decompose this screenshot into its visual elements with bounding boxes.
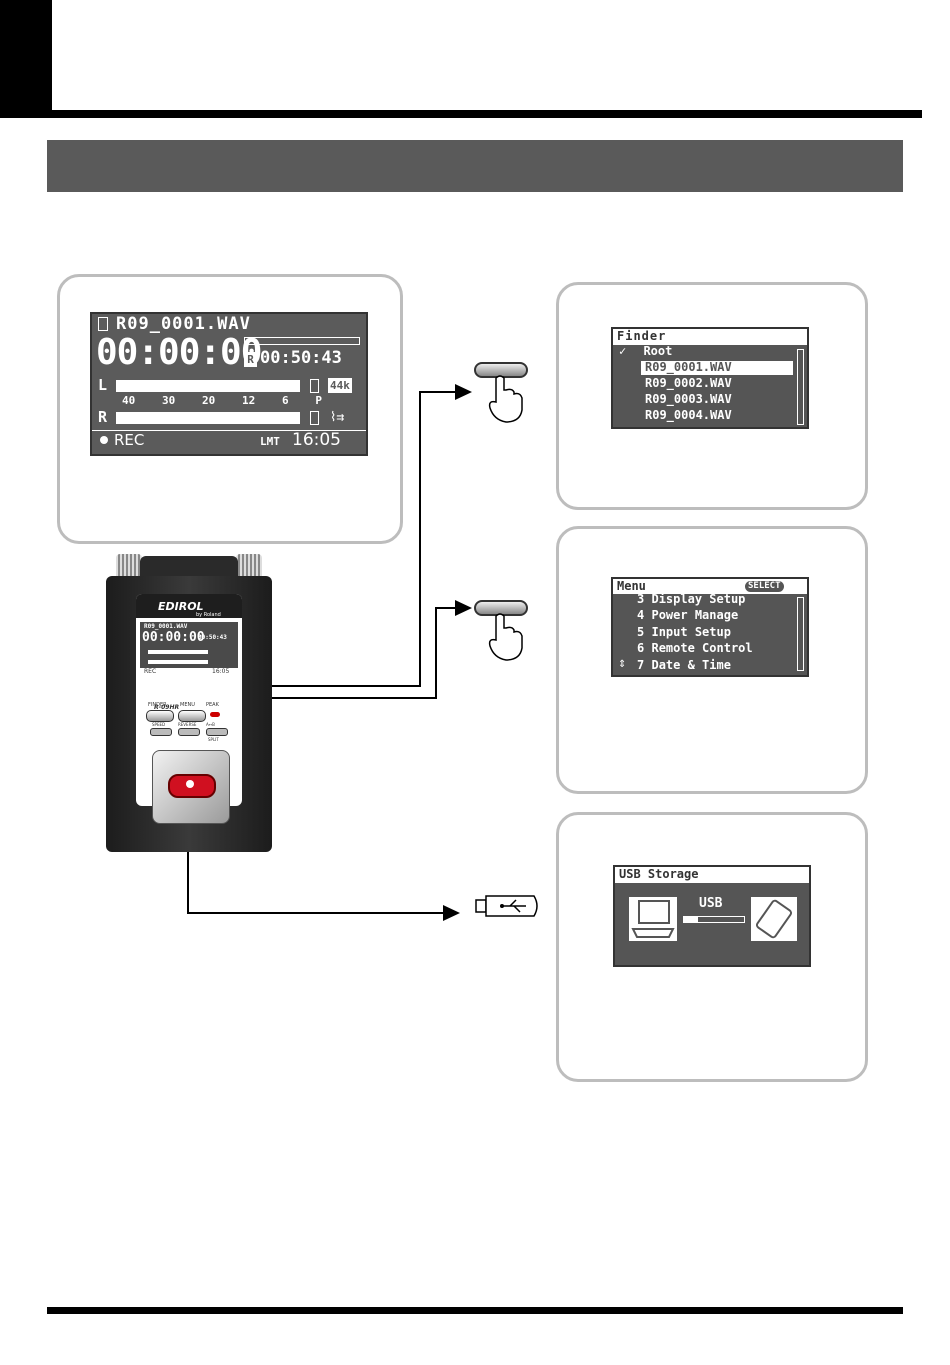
finder-file-3[interactable]: R09_0003.WAV <box>645 392 732 406</box>
main-counter: 00:00:00 <box>96 332 262 373</box>
main-filename: R09_0001.WAV <box>116 314 251 334</box>
meter-scale: 40 30 20 12 6 P <box>122 394 322 407</box>
rec-status: REC <box>114 431 145 449</box>
menu-item-4[interactable]: 4 Power Manage <box>637 608 739 622</box>
sample-rate: 44k <box>328 378 352 393</box>
peak-box-r <box>310 411 319 425</box>
level-meter-l <box>116 380 300 392</box>
finder-file-2[interactable]: R09_0002.WAV <box>645 376 732 390</box>
channel-l-label: L <box>98 376 108 394</box>
power-plug-icon: ⌇⇉ <box>330 410 345 425</box>
scroll-updown-icon: ⇕ <box>618 659 627 670</box>
usb-lcd: USB Storage USB <box>613 865 811 967</box>
usb-callout: USB Storage USB <box>556 812 868 1082</box>
usb-arrowhead <box>443 905 460 921</box>
menu-title: Menu <box>617 579 646 593</box>
selected-row-highlight <box>641 361 793 375</box>
menu-arrowhead <box>455 600 472 616</box>
device-screen: R09_0001.WAV 00:00:00 00:50:43 REC 16:05 <box>140 622 238 678</box>
finder-arrowhead <box>455 384 472 400</box>
finder-scrollbar[interactable] <box>797 349 804 425</box>
recorder-device: EDIROL by Roland R09_0001.WAV 00:00:00 0… <box>106 552 272 852</box>
lmt-label: LMT <box>260 435 280 448</box>
finder-title: Finder <box>617 329 667 343</box>
usb-plug-icon <box>475 895 538 917</box>
remain-icon: R <box>244 352 257 367</box>
clock: 16:05 <box>292 430 341 450</box>
menu-hw-button[interactable] <box>178 710 206 722</box>
root-row: ✓ Root <box>619 344 673 358</box>
menu-item-5[interactable]: 5 Input Setup <box>637 625 731 639</box>
main-screen-callout: R09_0001.WAV 00:00:00 R 00:50:43 L 44k 4… <box>57 274 403 544</box>
usb-label: USB <box>699 896 723 911</box>
section-heading-bar <box>47 140 903 192</box>
reverse-hw-button[interactable] <box>178 728 200 736</box>
finder-connector <box>150 391 458 687</box>
model-label: R-09HR <box>154 704 180 711</box>
menu-callout: Menu SELECT 3 Display Setup 4 Power Mana… <box>556 526 868 794</box>
menu-lcd: Menu SELECT 3 Display Setup 4 Power Mana… <box>611 577 809 677</box>
usb-transfer-bar <box>683 916 745 923</box>
main-lcd: R09_0001.WAV 00:00:00 R 00:50:43 L 44k 4… <box>90 312 368 456</box>
menu-item-3[interactable]: 3 Display Setup <box>637 592 746 606</box>
usb-title: USB Storage <box>619 867 699 881</box>
finder-button-press[interactable] <box>472 360 532 426</box>
computer-icon <box>629 897 677 941</box>
finder-hw-button[interactable] <box>146 710 174 722</box>
record-dot-icon <box>186 780 194 788</box>
finder-lcd: Finder ✓ Root R09_0001.WAV R09_0002.WAV … <box>611 327 809 429</box>
footer-rule <box>47 1307 903 1314</box>
finder-file-1[interactable]: R09_0001.WAV <box>645 360 732 374</box>
menu-connector <box>188 607 458 699</box>
speed-hw-button[interactable] <box>150 728 172 736</box>
finder-file-4[interactable]: R09_0004.WAV <box>645 408 732 422</box>
sd-card-device-icon <box>751 897 797 941</box>
remain-time: 00:50:43 <box>260 348 342 368</box>
peak-box-l <box>310 379 319 393</box>
select-badge: SELECT <box>745 581 784 592</box>
menu-item-7[interactable]: 7 Date & Time <box>637 658 731 672</box>
pointing-finger-icon <box>488 613 523 661</box>
sd-card-icon <box>98 317 108 331</box>
header-rule <box>0 110 922 118</box>
level-meter-r <box>116 412 300 424</box>
finder-callout: Finder ✓ Root R09_0001.WAV R09_0002.WAV … <box>556 282 868 510</box>
menu-button-press[interactable] <box>472 598 532 664</box>
brand-logo: EDIROL <box>158 600 204 613</box>
usb-connector <box>187 851 446 914</box>
chapter-tab <box>0 0 52 118</box>
rec-dot-icon <box>100 436 108 444</box>
progress-bar <box>244 337 360 345</box>
menu-item-6[interactable]: 6 Remote Control <box>637 641 753 655</box>
menu-scrollbar[interactable] <box>797 597 804 671</box>
ab-repeat-hw-button[interactable] <box>206 728 228 736</box>
peak-led <box>210 712 220 717</box>
pointing-finger-icon <box>488 375 523 423</box>
channel-r-label: R <box>98 408 108 426</box>
